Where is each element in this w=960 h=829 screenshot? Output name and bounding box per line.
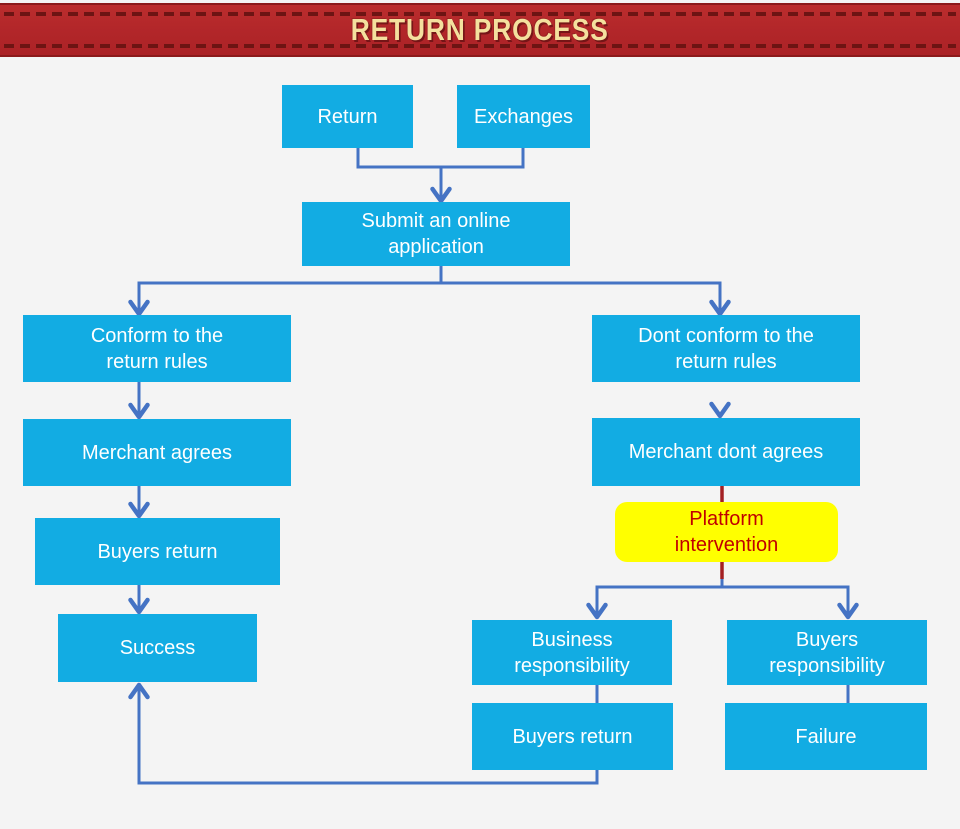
node-exchanges: Exchanges: [457, 85, 590, 148]
node-label: Buyers return: [97, 540, 218, 563]
node-business-responsibility: Business responsibility: [472, 620, 672, 685]
node-label: Dont conform to the return rules: [638, 324, 814, 373]
node-label: Return: [317, 105, 378, 128]
node-merchant-agrees: Merchant agrees: [23, 419, 291, 486]
node-buyers-return-left: Buyers return: [35, 518, 280, 585]
connector-lines: [137, 148, 850, 785]
node-buyers-return-right: Buyers return: [472, 703, 673, 770]
node-label: Buyers return: [512, 725, 633, 748]
node-conform-rules: Conform to the return rules: [23, 315, 291, 382]
header-banner: RETURN PROCESS: [0, 3, 960, 57]
node-label: Merchant agrees: [81, 441, 233, 464]
node-submit-application: Submit an online application: [302, 202, 570, 266]
node-buyers-responsibility: Buyers responsibility: [727, 620, 927, 685]
page-title: RETURN PROCESS: [351, 12, 609, 47]
node-success: Success: [58, 614, 257, 682]
node-label: Conform to the return rules: [90, 324, 224, 373]
node-dont-conform-rules: Dont conform to the return rules: [592, 315, 860, 382]
node-failure: Failure: [725, 703, 927, 770]
node-label: Platform intervention: [674, 508, 779, 556]
arrow-down-icon: [128, 186, 859, 620]
node-label: Exchanges: [474, 105, 573, 128]
node-label: Business responsibility: [514, 628, 630, 677]
node-label: Submit an online application: [361, 210, 511, 258]
node-label: Merchant dont agrees: [628, 441, 824, 463]
node-return: Return: [282, 85, 413, 148]
node-label: Failure: [795, 725, 857, 748]
node-platform-intervention: Platform intervention: [615, 502, 838, 562]
node-merchant-dont-agrees: Merchant dont agrees: [592, 418, 860, 486]
node-label: Buyers responsibility: [769, 628, 885, 677]
node-label: Success: [119, 637, 196, 659]
arrow-up-icon: [128, 682, 150, 700]
